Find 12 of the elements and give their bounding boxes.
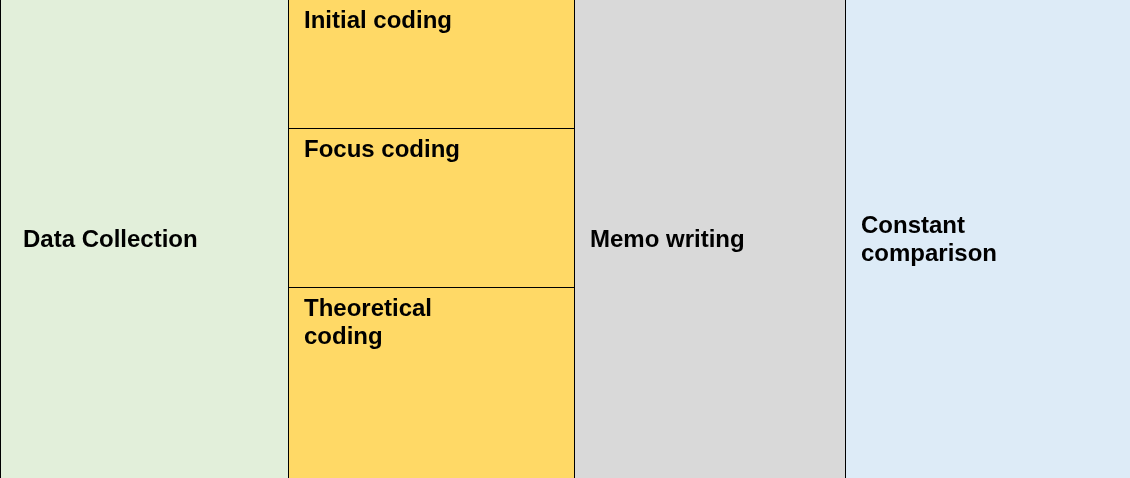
stage-panel [288,0,574,128]
stage-label: Memo writing [590,225,745,253]
stage-panel [288,128,574,287]
stage-panel [0,0,288,478]
stage-label: Constant comparison [861,211,999,267]
stage-label: Focus coding [304,135,460,163]
stage-panel [574,0,845,478]
stage-label: Initial coding [304,6,452,34]
stage-label: Theoretical coding [304,294,434,350]
stage-panel [845,0,1130,478]
stage-label: Data Collection [23,225,198,253]
stage-panel [288,287,574,478]
